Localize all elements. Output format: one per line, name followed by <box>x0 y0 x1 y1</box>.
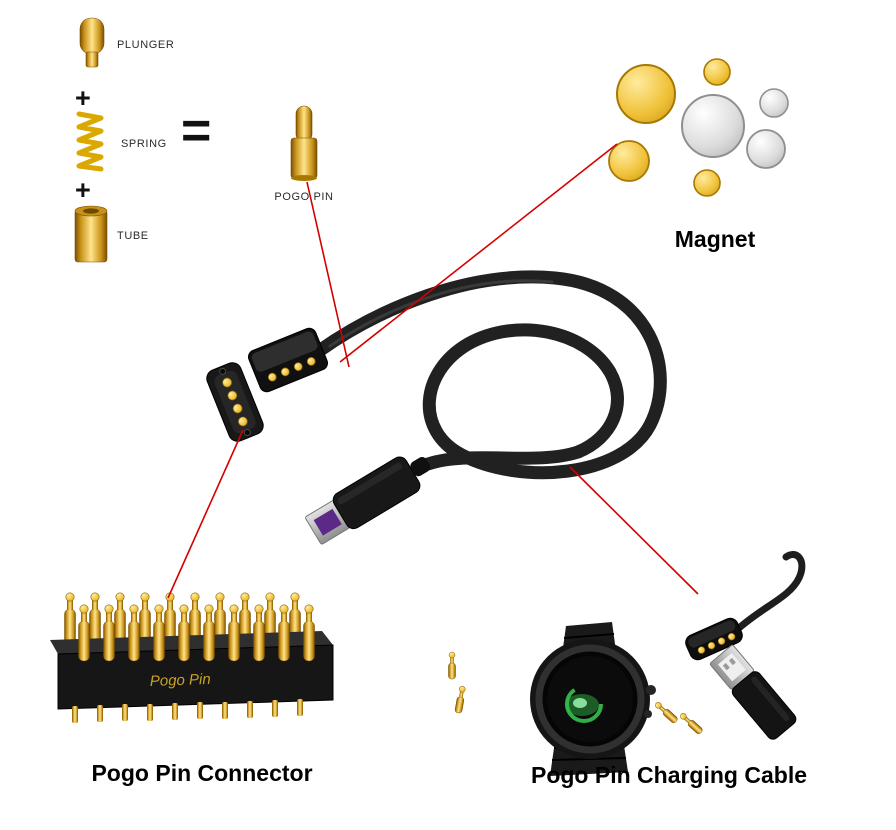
magnet-disc-silver-small <box>759 88 789 118</box>
pogo-pin-connector-illustration: Pogo Pin <box>50 592 334 723</box>
pogo-pin-illustration <box>290 105 318 181</box>
usb-cable-illustration <box>312 270 667 480</box>
pogo-pin-connector-label: Pogo Pin Connector <box>91 760 313 786</box>
spring-label: SPRING <box>121 138 167 150</box>
charging-cable-lead <box>735 551 806 632</box>
plunger-illustration <box>79 17 105 68</box>
mating-connector-illustration <box>206 362 264 442</box>
tube-illustration <box>74 205 108 263</box>
charging-cable-label: Pogo Pin Charging Cable <box>530 762 807 788</box>
equals-sign: = <box>181 102 212 160</box>
annotation-line-charging-cable <box>569 466 699 595</box>
annotation-line-pogo-pin <box>306 181 350 368</box>
magnet-disc-gold-medium <box>608 140 650 182</box>
annotation-line-magnet <box>339 143 618 363</box>
magnet-disc-gold-small-top <box>703 58 731 86</box>
magnet-disc-silver-large <box>681 94 745 158</box>
plunger-label: PLUNGER <box>117 39 175 51</box>
spring-illustration <box>76 111 104 172</box>
charging-usb-plug-illustration <box>709 644 797 740</box>
charging-connector-illustration <box>685 617 743 661</box>
plus-sign-1: + <box>75 83 91 113</box>
plus-sign-2: + <box>75 175 91 205</box>
cable-magnetic-connector-illustration <box>247 327 329 393</box>
magnet-disc-gold-large <box>616 64 676 124</box>
connector-print-text: Pogo Pin <box>150 671 211 690</box>
usb-tongue <box>313 508 342 536</box>
annotation-line-connector <box>167 429 244 599</box>
magnet-disc-gold-small-bottom <box>693 169 721 197</box>
tube-label: TUBE <box>117 230 149 242</box>
smartwatch-illustration <box>530 622 656 776</box>
magnet-group <box>608 58 789 197</box>
annotation-lines <box>167 143 699 599</box>
usb-plug-illustration <box>305 456 431 545</box>
magnet-label: Magnet <box>674 226 756 252</box>
magnet-disc-silver-medium <box>746 129 786 169</box>
pogo-pin-label: POGO PIN <box>274 191 334 203</box>
